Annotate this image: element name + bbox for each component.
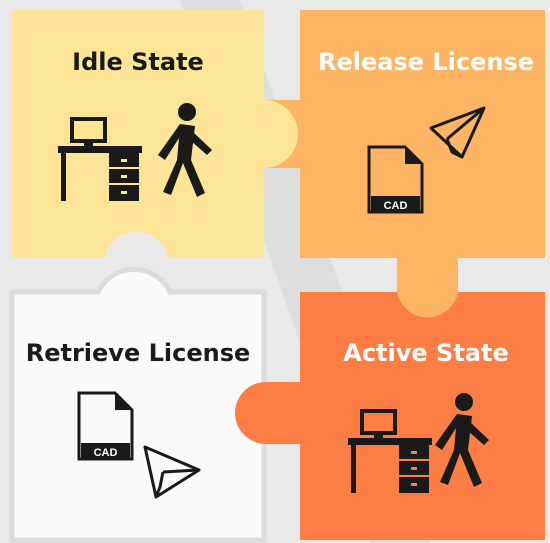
active-state-title: Active State — [343, 339, 508, 367]
cad-file-icon-release: CAD — [367, 145, 424, 214]
release-bottom-knob — [397, 258, 458, 318]
paper-plane-icon-retrieve — [143, 445, 201, 499]
idle-state-title: Idle State — [72, 48, 204, 76]
desk-person-icon-active — [348, 393, 489, 493]
puzzle-piece-retrieve — [9, 267, 267, 543]
puzzle-piece-release — [300, 10, 545, 284]
active-left-knob — [235, 382, 300, 444]
puzzle-piece-active — [278, 266, 545, 540]
cad-badge-retrieve: CAD — [94, 447, 118, 459]
cad-badge-release: CAD — [384, 200, 408, 212]
desk-person-icon-idle — [58, 103, 212, 201]
paper-plane-icon-release — [429, 106, 486, 159]
puzzle-piece-idle — [12, 10, 298, 258]
release-right-tab — [264, 100, 300, 168]
release-license-title: Release License — [318, 48, 534, 76]
retrieve-license-title: Retrieve License — [26, 339, 251, 367]
cad-file-icon-retrieve: CAD — [77, 391, 134, 461]
